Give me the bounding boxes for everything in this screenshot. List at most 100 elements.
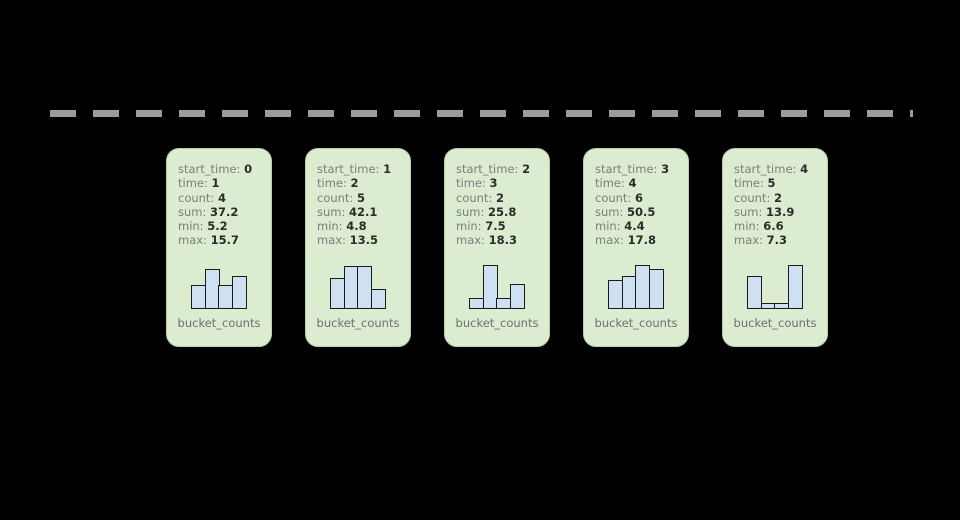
bucket-counts-histogram — [167, 255, 271, 309]
histogram-bars — [747, 255, 803, 309]
field-key-sum: sum: — [734, 204, 763, 219]
bucket-counts-histogram — [723, 255, 827, 309]
field-key-max: max: — [734, 233, 763, 248]
field-row-min: min: 6.6 — [734, 219, 821, 233]
field-value-max: 17.8 — [627, 233, 656, 248]
field-row-sum: sum: 25.8 — [456, 205, 543, 219]
histogram-bar — [747, 276, 763, 309]
field-key-start-time: start_time: — [734, 162, 797, 176]
field-value-min: 6.6 — [763, 219, 784, 234]
field-value-max: 15.7 — [210, 233, 239, 248]
dashed-timeline-rule — [50, 110, 913, 117]
field-value-sum: 50.5 — [627, 204, 656, 219]
chart-caption: bucket_counts — [733, 316, 817, 330]
field-key-sum: sum: — [595, 204, 624, 219]
field-key-count: count: — [595, 190, 632, 205]
field-value-start-time: 3 — [661, 162, 670, 176]
field-row-max: max: 15.7 — [178, 233, 265, 247]
field-key-max: max: — [317, 233, 346, 248]
field-value-count: 2 — [495, 190, 504, 205]
field-key-max: max: — [178, 233, 207, 248]
field-key-count: count: — [734, 190, 771, 205]
chart-caption: bucket_counts — [177, 316, 261, 330]
field-value-start-time: 2 — [522, 162, 531, 176]
field-key-time: time: — [456, 176, 486, 191]
field-row-max: max: 7.3 — [734, 233, 821, 247]
field-row-count: count: 2 — [456, 191, 543, 205]
field-value-max: 7.3 — [766, 233, 787, 248]
histogram-bars — [191, 255, 247, 309]
field-value-sum: 25.8 — [488, 204, 517, 219]
field-key-max: max: — [456, 233, 485, 248]
field-key-sum: sum: — [456, 204, 485, 219]
field-key-min: min: — [734, 219, 760, 234]
field-row-min: min: 7.5 — [456, 219, 543, 233]
field-row-count: count: 6 — [595, 191, 682, 205]
histogram-bar — [509, 284, 525, 309]
field-row-max: max: 13.5 — [317, 233, 404, 247]
field-value-time: 5 — [767, 176, 776, 191]
bucket-counts-histogram — [445, 255, 549, 309]
histogram-bar — [482, 265, 498, 309]
field-key-min: min: — [595, 219, 621, 234]
histogram-bars — [330, 255, 386, 309]
field-value-sum: 37.2 — [210, 204, 239, 219]
field-row-sum: sum: 13.9 — [734, 205, 821, 219]
field-row-count: count: 4 — [178, 191, 265, 205]
field-key-min: min: — [317, 219, 343, 234]
chart-caption: bucket_counts — [316, 316, 400, 330]
histogram-bar — [787, 265, 803, 309]
field-key-time: time: — [734, 176, 764, 191]
field-key-sum: sum: — [317, 204, 346, 219]
field-key-start-time: start_time: — [456, 162, 519, 176]
field-value-max: 18.3 — [488, 233, 517, 248]
field-row-sum: sum: 42.1 — [317, 205, 404, 219]
field-key-start-time: start_time: — [178, 162, 241, 176]
field-row-max: max: 17.8 — [595, 233, 682, 247]
field-row-time: time: 2 — [317, 176, 404, 190]
field-row-count: count: 2 — [734, 191, 821, 205]
field-value-start-time: 1 — [383, 162, 392, 176]
field-value-min: 5.2 — [207, 219, 228, 234]
field-value-max: 13.5 — [349, 233, 378, 248]
histogram-bar — [231, 276, 247, 309]
field-row-count: count: 5 — [317, 191, 404, 205]
field-row-time: time: 3 — [456, 176, 543, 190]
field-key-count: count: — [317, 190, 354, 205]
field-value-time: 4 — [628, 176, 637, 191]
field-value-time: 3 — [489, 176, 498, 191]
field-key-time: time: — [595, 176, 625, 191]
histogram-bar — [357, 266, 373, 309]
field-value-sum: 13.9 — [766, 204, 795, 219]
chart-caption: bucket_counts — [594, 316, 678, 330]
histogram-bars — [608, 255, 664, 309]
field-key-min: min: — [456, 219, 482, 234]
field-key-count: count: — [178, 190, 215, 205]
field-row-sum: sum: 50.5 — [595, 205, 682, 219]
field-row-time: time: 1 — [178, 176, 265, 190]
field-row-start-time: start_time: 3 — [595, 162, 682, 176]
field-key-start-time: start_time: — [595, 162, 658, 176]
field-value-sum: 42.1 — [349, 204, 378, 219]
chart-caption: bucket_counts — [455, 316, 539, 330]
field-key-time: time: — [178, 176, 208, 191]
field-row-start-time: start_time: 2 — [456, 162, 543, 176]
field-value-time: 2 — [350, 176, 359, 191]
field-value-time: 1 — [211, 176, 220, 191]
field-value-min: 4.4 — [624, 219, 645, 234]
field-row-start-time: start_time: 0 — [178, 162, 265, 176]
field-value-count: 5 — [356, 190, 365, 205]
field-row-min: min: 5.2 — [178, 219, 265, 233]
histogram-bar — [648, 269, 664, 309]
